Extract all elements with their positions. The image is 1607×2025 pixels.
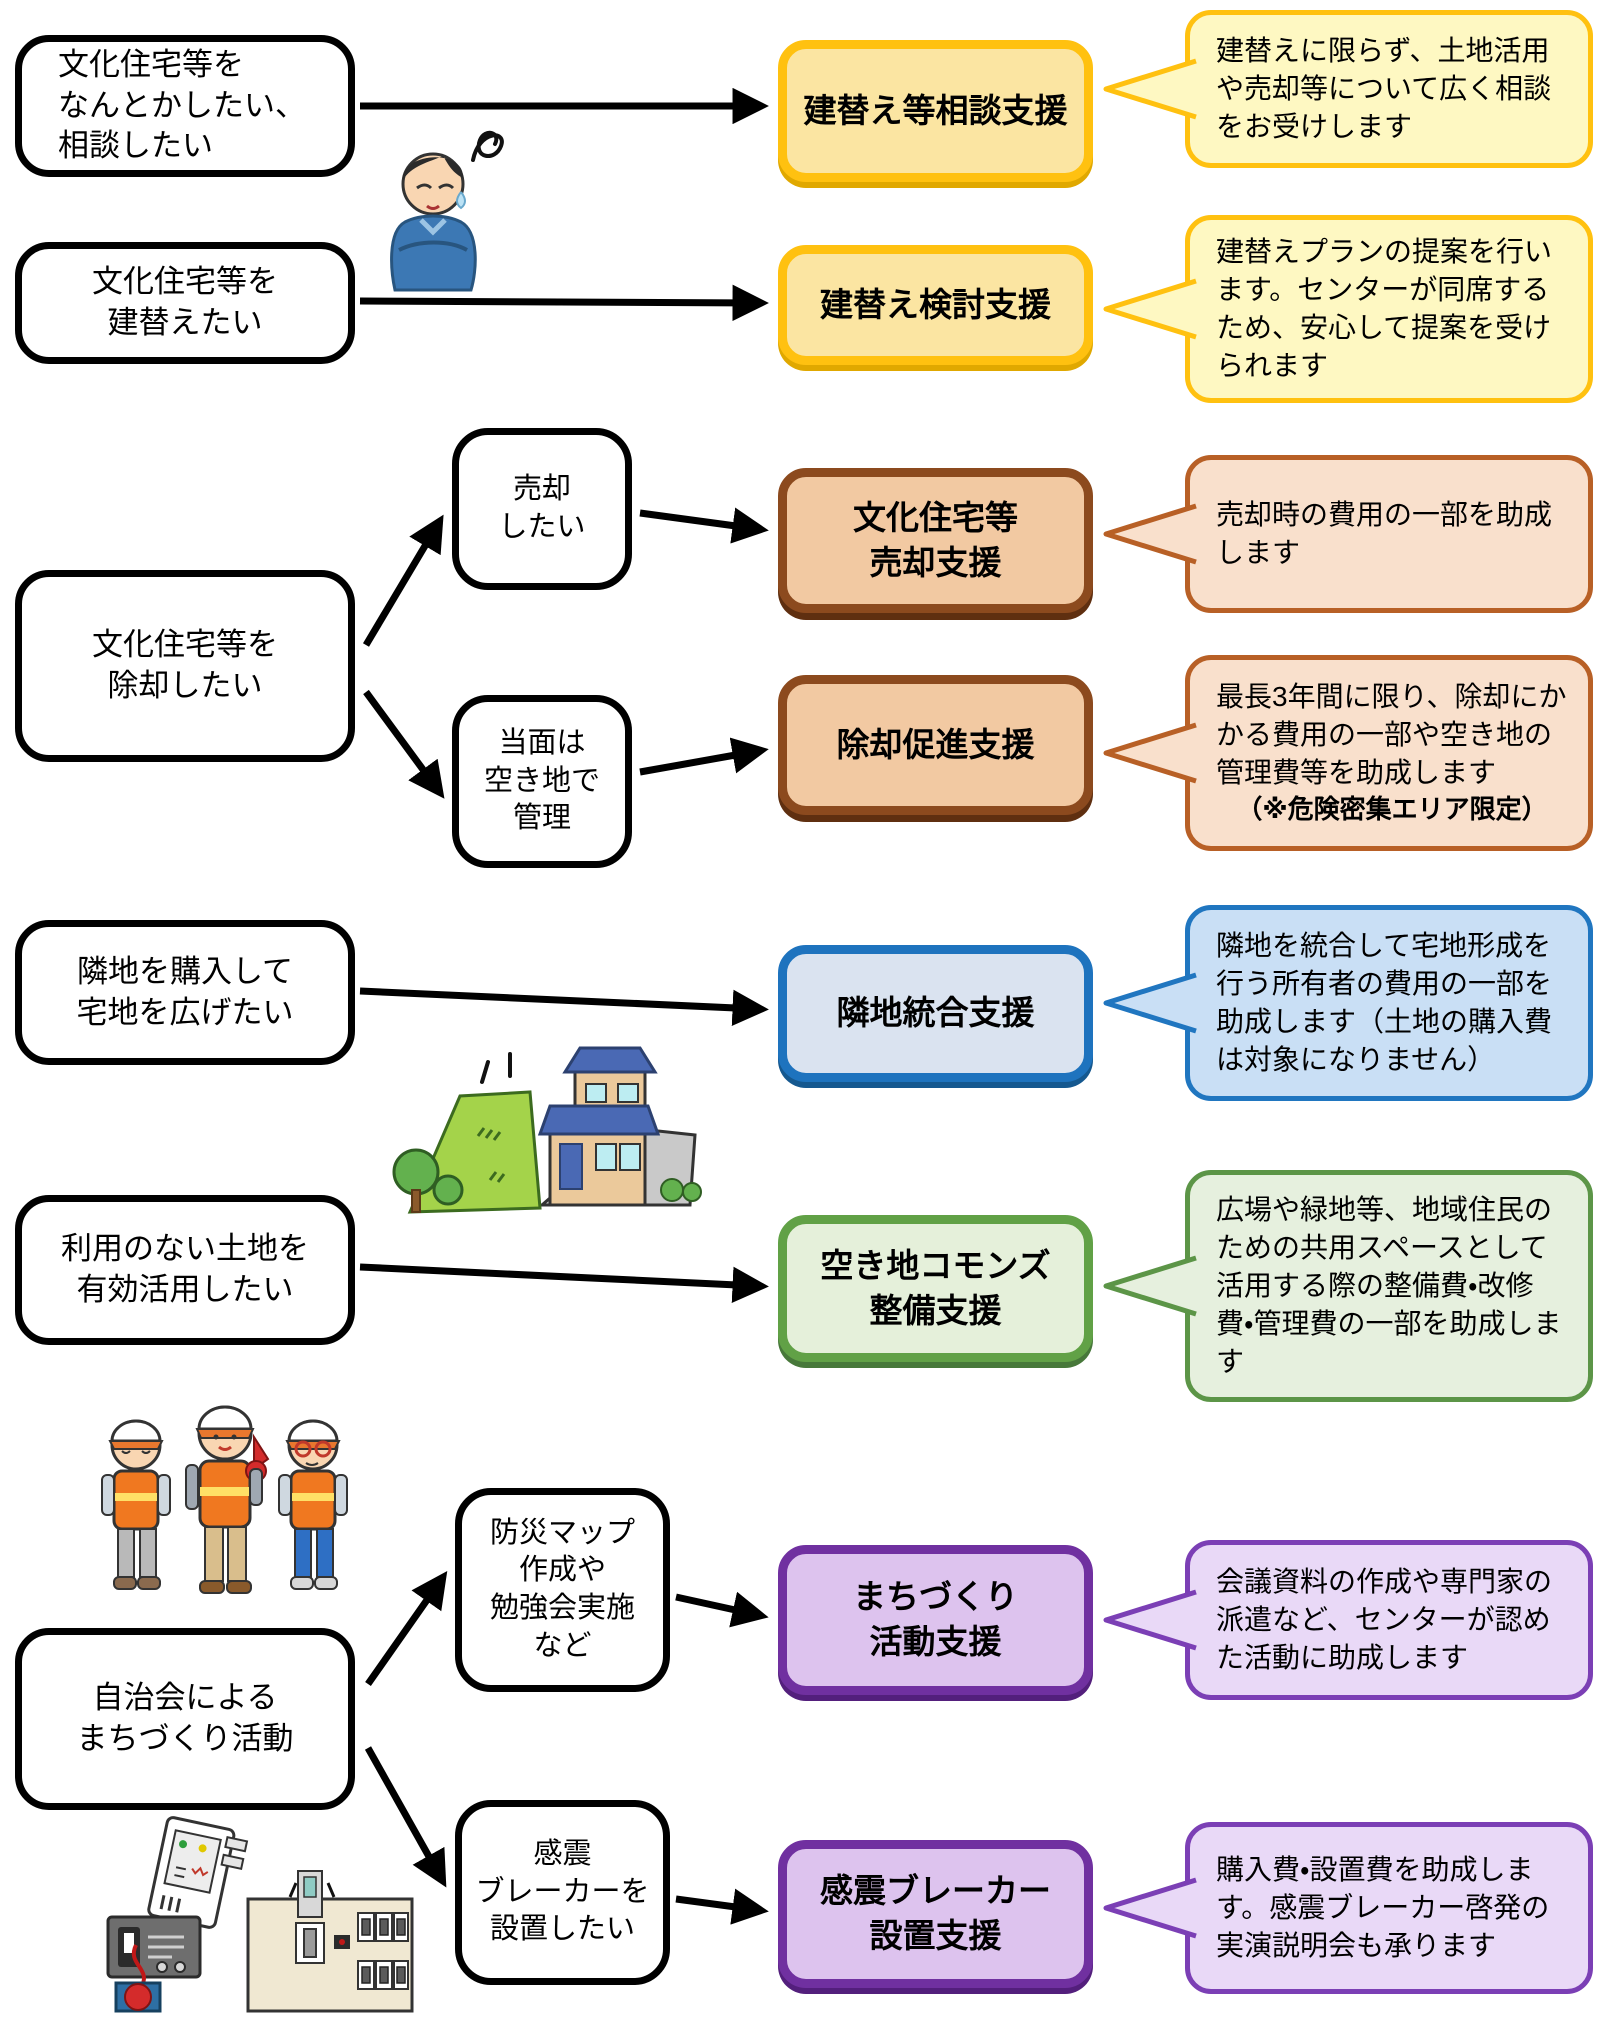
program-machizukuri-box: まちづくり 活動支援 bbox=[778, 1545, 1093, 1695]
need-removal-box: 文化住宅等を 除却したい bbox=[15, 570, 355, 762]
bubble-removal: 最長3年間に限り、除却にかかる費用の一部や空き地の管理費等を助成します （※危険… bbox=[1103, 655, 1593, 851]
bubble-consult-text: 建替えに限らず、土地活用や売却等について広く相談をお受けします bbox=[1216, 34, 1552, 143]
worried-man-illustration bbox=[390, 130, 504, 292]
program-removal-box: 除却促進支援 bbox=[778, 675, 1093, 815]
bubble-tail bbox=[1103, 1877, 1197, 1939]
bubble-rebuild: 建替えプランの提案を行います。センターが同席するため、安心して提案を受けられます bbox=[1103, 215, 1593, 403]
bubble-tail bbox=[1103, 972, 1197, 1034]
program-rebuild-box: 建替え検討支援 bbox=[778, 245, 1093, 365]
bubble-removal-text: 最長3年間に限り、除却にかかる費用の一部や空き地の管理費等を助成します bbox=[1216, 681, 1567, 789]
bubble-adjacent-text: 隣地を統合して宅地形成を行う所有者の費用の一部を助成します（土地の購入費は対象に… bbox=[1216, 929, 1553, 1076]
program-commons-box: 空き地コモンズ 整備支援 bbox=[778, 1215, 1093, 1362]
program-sell-box: 文化住宅等 売却支援 bbox=[778, 468, 1093, 613]
bubble-commons: 広場や緑地等、地域住民のための共用スペースとして活用する際の整備費・改修費・管理… bbox=[1103, 1170, 1593, 1402]
need-rebuild-box: 文化住宅等を 建替えたい bbox=[15, 242, 355, 364]
bubble-adjacent: 隣地を統合して宅地形成を行う所有者の費用の一部を助成します（土地の購入費は対象に… bbox=[1103, 905, 1593, 1101]
bubble-machizukuri: 会議資料の作成や専門家の派遣など、センターが認めた活動に助成します bbox=[1103, 1540, 1593, 1700]
bubble-removal-note: （※危険密集エリア限定） bbox=[1236, 794, 1548, 825]
bubble-tail bbox=[1103, 1589, 1197, 1651]
need-consult-box: 文化住宅等を なんとかしたい、 相談したい bbox=[15, 35, 355, 177]
bubble-rebuild-text: 建替えプランの提案を行います。センターが同席するため、安心して提案を受けられます bbox=[1216, 235, 1553, 382]
need-commons-box: 利用のない土地を 有効活用したい bbox=[15, 1195, 355, 1345]
bubble-tail bbox=[1103, 58, 1197, 120]
bubble-tail bbox=[1103, 503, 1197, 565]
program-adjacent-box: 隣地統合支援 bbox=[778, 945, 1093, 1082]
bubble-breaker: 購入費・設置費を助成します。感震ブレーカー啓発の実演説明会も承ります bbox=[1103, 1822, 1593, 1994]
volunteer-workers-illustration bbox=[101, 1405, 348, 1594]
bubble-tail bbox=[1103, 722, 1197, 784]
bubble-machizukuri-text: 会議資料の作成や専門家の派遣など、センターが認めた活動に助成します bbox=[1216, 1565, 1553, 1674]
bubble-sell-text: 売却時の費用の一部を助成します bbox=[1216, 498, 1553, 568]
condition-vacant-box: 当面は 空き地で 管理 bbox=[452, 695, 632, 868]
bubble-commons-text: 広場や緑地等、地域住民のための共用スペースとして活用する際の整備費・改修費・管理… bbox=[1216, 1193, 1562, 1378]
need-community-box: 自治会による まちづくり活動 bbox=[15, 1628, 355, 1810]
need-adjacent-box: 隣地を購入して 宅地を広げたい bbox=[15, 920, 355, 1065]
vacant-lot-house-illustration bbox=[392, 1046, 702, 1214]
seismic-breakers-illustration bbox=[106, 1816, 414, 2013]
condition-machizukuri-box: 防災マップ 作成や 勉強会実施 など bbox=[455, 1488, 670, 1692]
program-breaker-box: 感震ブレーカー 設置支援 bbox=[778, 1840, 1093, 1988]
condition-breaker-box: 感震 ブレーカーを 設置したい bbox=[455, 1800, 670, 1985]
condition-sell-box: 売却 したい bbox=[452, 428, 632, 590]
program-consult-box: 建替え等相談支援 bbox=[778, 40, 1093, 182]
bubble-sell: 売却時の費用の一部を助成します bbox=[1103, 455, 1593, 613]
bubble-tail bbox=[1103, 1255, 1197, 1317]
bubble-consult: 建替えに限らず、土地活用や売却等について広く相談をお受けします bbox=[1103, 10, 1593, 168]
bubble-breaker-text: 購入費・設置費を助成します。感震ブレーカー啓発の実演説明会も承ります bbox=[1216, 1853, 1550, 1962]
bubble-tail bbox=[1103, 278, 1197, 340]
